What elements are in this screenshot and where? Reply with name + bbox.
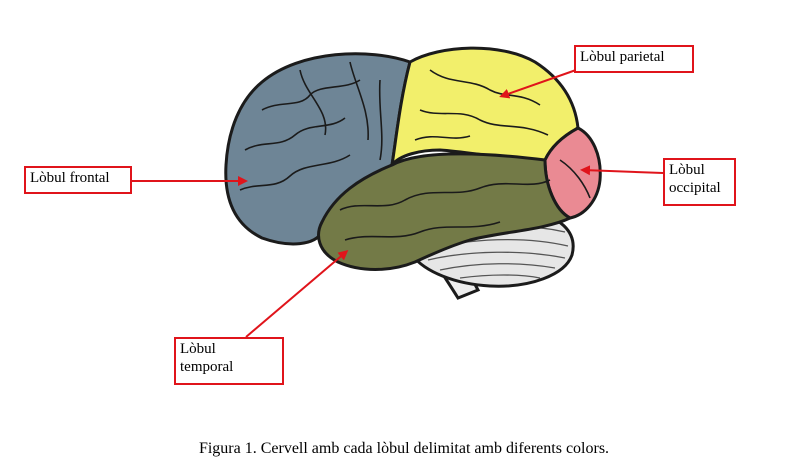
arrow-temporal [245,250,349,338]
label-temporal-lobe: Lòbul temporal [174,337,284,385]
label-frontal-lobe: Lòbul frontal [24,166,132,194]
label-occipital-lobe: Lòbul occipital [663,158,736,206]
figure-caption: Figura 1. Cervell amb cada lòbul delimit… [198,440,610,457]
arrow-parietal [499,69,577,99]
parietal-lobe [389,46,580,171]
label-occipital-line2: occipital [669,180,721,196]
label-temporal-line2: temporal [180,359,234,375]
gyri-lines [239,61,591,241]
parietal-temporal-boundary [391,153,546,166]
label-occipital-line1: Lòbul [669,162,705,178]
label-temporal-line1: Lòbul [180,341,216,357]
label-frontal-text: Lòbul frontal [30,170,110,186]
label-parietal-lobe: Lòbul parietal [574,45,694,73]
arrow-occipital [580,165,664,176]
label-parietal-text: Lòbul parietal [580,49,665,65]
